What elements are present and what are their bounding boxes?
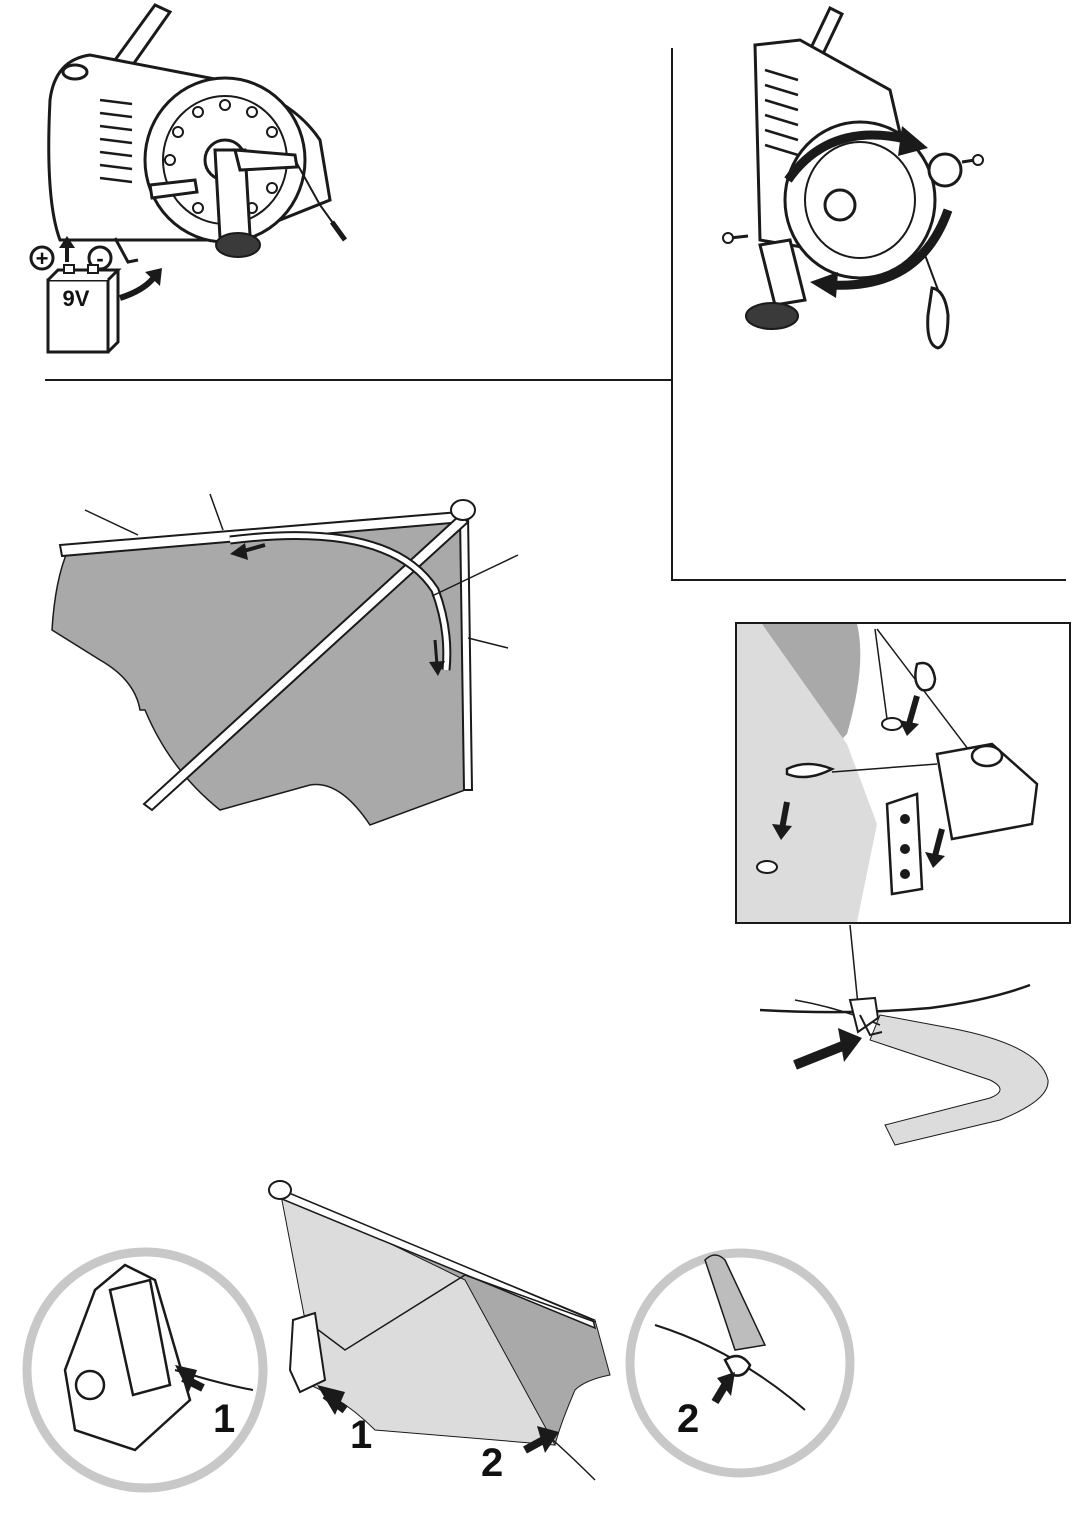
panel-cord-hook [750, 920, 1060, 1170]
step2-label-detail: 2 [677, 1397, 699, 1441]
panel-battery-install: + - 9V [20, 0, 670, 380]
detail-circle-step1: 1 [27, 1252, 263, 1488]
step2-label-main: 2 [481, 1441, 503, 1485]
panel-winch-rotate [700, 0, 1060, 370]
panel-awning-rail [40, 480, 530, 830]
detail-circle-step2: 2 [630, 1253, 850, 1473]
clip-attach-icon [737, 624, 1069, 922]
divider-horizontal-right [671, 579, 1066, 581]
panel-sail-tension: 1 1 2 2 [15, 1170, 875, 1513]
divider-horizontal-top [45, 379, 672, 381]
divider-vertical-right [671, 48, 673, 581]
step1-label-main: 1 [350, 1413, 372, 1457]
battery-9v: 9V [48, 265, 118, 352]
panel-clip-attach [735, 622, 1071, 924]
battery-plus-sign: + [36, 246, 49, 271]
cord-hook-icon [750, 920, 1060, 1170]
sail-main [269, 1181, 610, 1480]
winch-rotate-icon [700, 0, 1060, 370]
step1-label-detail: 1 [213, 1397, 235, 1441]
sail-tension-icon: 1 1 2 2 [15, 1170, 875, 1513]
awning-rail-icon [40, 480, 530, 830]
battery-voltage-label: 9V [63, 286, 90, 311]
winch-battery-icon: + - 9V [20, 0, 670, 380]
